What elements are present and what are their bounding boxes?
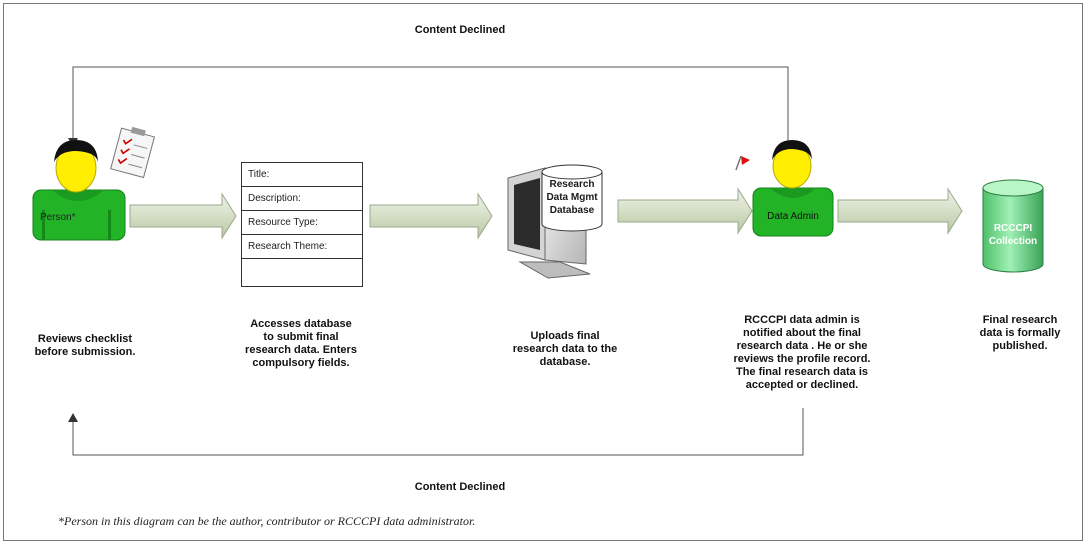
data-admin-label: Data Admin <box>767 211 819 222</box>
flow-arrow-2 <box>369 192 493 240</box>
bottom-feedback-line <box>68 408 804 456</box>
person-label: Person* <box>40 212 76 223</box>
database-cylinder-icon: Research Data Mgmt Database <box>541 164 603 232</box>
flow-arrow-1 <box>129 192 237 240</box>
step5-description: Final research data is formally publishe… <box>979 314 1061 352</box>
collection-label-1: RCCCPI <box>994 223 1033 234</box>
collection-label-2: Collection <box>989 236 1037 247</box>
form-field-resource-type: Resource Type: <box>242 211 362 235</box>
submission-form: Title: Description: Resource Type: Resea… <box>241 162 363 287</box>
database-label-2: Data Mgmt <box>546 192 598 203</box>
diagram-frame <box>3 3 1083 541</box>
database-label-1: Research <box>549 179 594 190</box>
data-admin-icon: Data Admin <box>752 140 834 237</box>
checklist-icon <box>110 126 156 179</box>
form-field-description: Description: <box>242 187 362 211</box>
collection-cylinder-icon: RCCCPI Collection <box>982 179 1044 273</box>
footnote: *Person in this diagram can be the autho… <box>58 514 476 528</box>
bottom-loop-arrowhead <box>68 413 78 422</box>
top-loop-label: Content Declined <box>414 24 506 36</box>
bottom-loop-label: Content Declined <box>414 481 506 493</box>
top-feedback-line <box>68 66 789 147</box>
flow-arrow-3 <box>617 187 753 235</box>
form-field-research-theme: Research Theme: <box>242 235 362 259</box>
step3-description: Uploads final research data to the datab… <box>512 330 618 368</box>
step4-description: RCCCPI data admin is notified about the … <box>733 314 871 391</box>
form-field-title: Title: <box>242 163 362 187</box>
flow-arrow-4 <box>837 187 963 235</box>
database-label-3: Database <box>550 205 595 216</box>
step1-description: Reviews checklist before submission. <box>34 333 136 358</box>
step2-description: Accesses database to submit final resear… <box>245 318 357 369</box>
form-field-empty <box>242 259 362 286</box>
flag-icon <box>735 155 750 171</box>
person-icon: Person* <box>32 140 126 241</box>
